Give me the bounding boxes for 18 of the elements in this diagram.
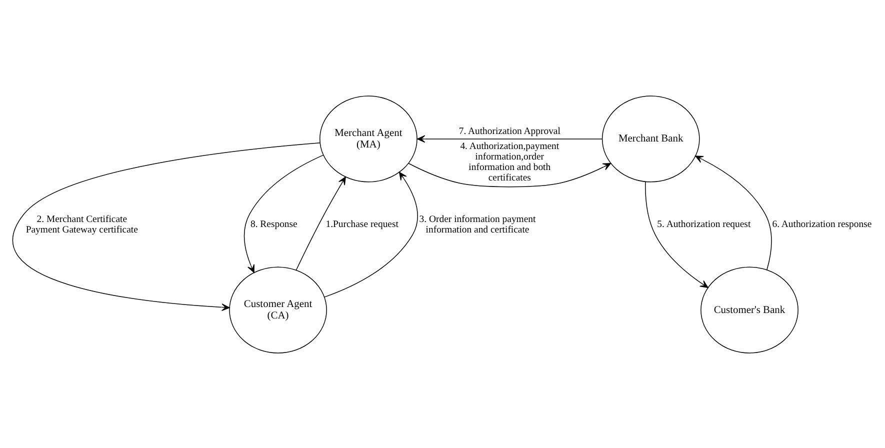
node-ellipse: Customer Agent (CA) xyxy=(228,266,326,353)
edge-label: 6. Authorization response xyxy=(772,218,872,230)
edge-label: 2. Merchant Certificate Payment Gateway certificate xyxy=(25,213,138,235)
edge-label: 1.Purchase request xyxy=(325,218,398,230)
edge-label: 4. Authorization,payment information,order information and both certificates xyxy=(460,140,559,183)
edge-label: 7. Authorization Approval xyxy=(458,126,560,137)
arrow xyxy=(243,154,324,272)
arrow xyxy=(694,155,772,270)
arrow xyxy=(416,134,602,142)
arrow xyxy=(408,162,611,187)
edge-label: 5. Authorization request xyxy=(656,218,750,230)
arrow xyxy=(295,176,346,270)
edge-label: 3. Order information payment information and certificate xyxy=(418,213,536,235)
arrow xyxy=(644,180,708,288)
arrow xyxy=(12,142,320,311)
arrow xyxy=(324,171,418,297)
node-ellipse: Customer's Bank xyxy=(700,266,798,353)
edge-label: 8. Response xyxy=(250,218,297,230)
